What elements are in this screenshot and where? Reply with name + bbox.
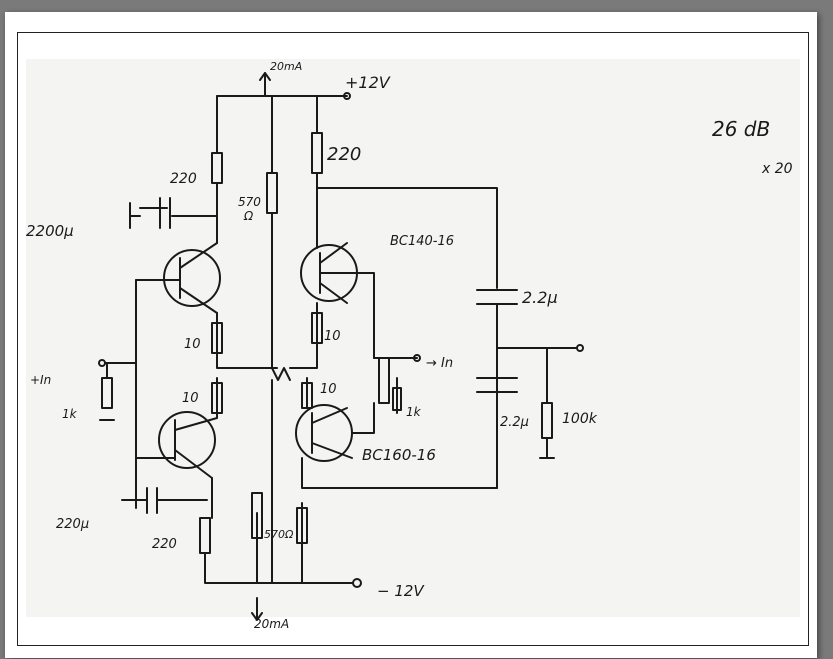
resistor-220-top-right: [311, 132, 323, 174]
label-neg-supply: − 12V: [377, 582, 425, 600]
page-frame: [17, 32, 809, 646]
resistor-10-top-right: [311, 312, 323, 344]
resistor-10-bottom-right: [301, 382, 313, 409]
wire-mid-right: [289, 357, 318, 369]
wire-to-output-cap-bottom: [301, 457, 498, 489]
pos-supply-terminal: [343, 92, 351, 100]
label-gain-db: 26 dB: [712, 117, 770, 141]
load-ground: [539, 437, 555, 459]
label-r-1k: 1k: [406, 405, 422, 419]
scanned-paper: [26, 59, 800, 617]
label-transistor-bottom: BC160-16: [362, 446, 436, 464]
label-r-mid-top: 570: [238, 195, 261, 209]
label-r-emitter-bl: 10: [182, 391, 199, 406]
label-r-input: 1k: [62, 407, 78, 421]
label-r-emitter-tr: 10: [324, 329, 341, 344]
label-r-mid-bot: 570Ω: [264, 528, 294, 541]
top-current-arrow-head: [259, 72, 271, 81]
label-gain-x: x 20: [761, 161, 793, 177]
resistor-1k-input: [101, 377, 113, 409]
label-r-top-left: 220: [170, 171, 197, 187]
label-r-bot-left: 220: [152, 537, 177, 552]
resistor-1k-right: [392, 387, 402, 411]
transistor-q4-body: [311, 407, 353, 459]
label-r-load: 100k: [562, 411, 598, 427]
transistor-q3-circle: [158, 411, 216, 469]
output-tap-terminal: [413, 354, 421, 362]
resistor-10-top-left: [211, 322, 223, 354]
document-page: 20mA +12V 220 220 2200µ 570 Ω BC140-16 1…: [5, 12, 817, 658]
transistor-q1-body: [179, 242, 218, 314]
transistor-q4-circle: [295, 404, 353, 462]
capacitor-220-bottom: [121, 487, 208, 514]
resistor-570-top: [266, 172, 278, 214]
label-cap-out-bottom: 2.2µ: [500, 415, 529, 430]
circuit-schematic: 20mA +12V 220 220 2200µ 570 Ω BC140-16 1…: [26, 60, 793, 631]
label-r-emitter-tl: 10: [184, 337, 201, 352]
resistor-10-bottom-left: [211, 382, 223, 414]
label-input: +In: [30, 373, 51, 387]
resistor-220-top-left: [211, 152, 223, 184]
schematic-labels: 20mA +12V 220 220 2200µ 570 Ω BC140-16 1…: [26, 60, 793, 631]
output-terminal: [576, 344, 584, 352]
label-cap-left-bottom: 220µ: [56, 517, 89, 532]
label-cap-left-top: 2200µ: [26, 222, 74, 240]
schematic-wires: [98, 72, 584, 621]
label-pos-supply: +12V: [345, 73, 391, 92]
resistor-100k: [541, 402, 553, 439]
wire-mid-left: [216, 357, 278, 369]
bottom-rail-wire: [204, 552, 353, 584]
neg-supply-terminal: [352, 578, 362, 588]
bottom-current-arrow-head: [251, 612, 263, 621]
label-r-top-right: 220: [327, 144, 361, 165]
resistor-220-bottom-left: [199, 517, 211, 554]
label-r-emitter-br: 10: [320, 382, 337, 397]
capacitor-2.2-bottom: [476, 377, 518, 393]
capacitor-2.2-top: [476, 289, 518, 305]
bias-diode-junction: [271, 367, 291, 381]
resistor-570-bottom: [251, 492, 263, 539]
label-bottom-current: 20mA: [254, 617, 289, 631]
wire-to-output-cap-top: [316, 187, 498, 289]
label-cap-out-top: 2.2µ: [522, 288, 558, 307]
wire-q4-base: [351, 402, 375, 434]
capacitor-2200-top: [129, 197, 171, 229]
wire-q2-base: [319, 272, 375, 359]
label-top-current: 20mA: [270, 60, 302, 73]
resistor-bottom-right: [296, 507, 308, 544]
transistor-q1-circle: [163, 249, 221, 307]
label-output-tap: → In: [426, 356, 453, 371]
transistor-q3-body: [174, 417, 218, 479]
resistor-feedback: [378, 357, 390, 404]
label-r-mid-top-unit: Ω: [243, 209, 254, 223]
label-transistor-top: BC140-16: [390, 234, 454, 249]
